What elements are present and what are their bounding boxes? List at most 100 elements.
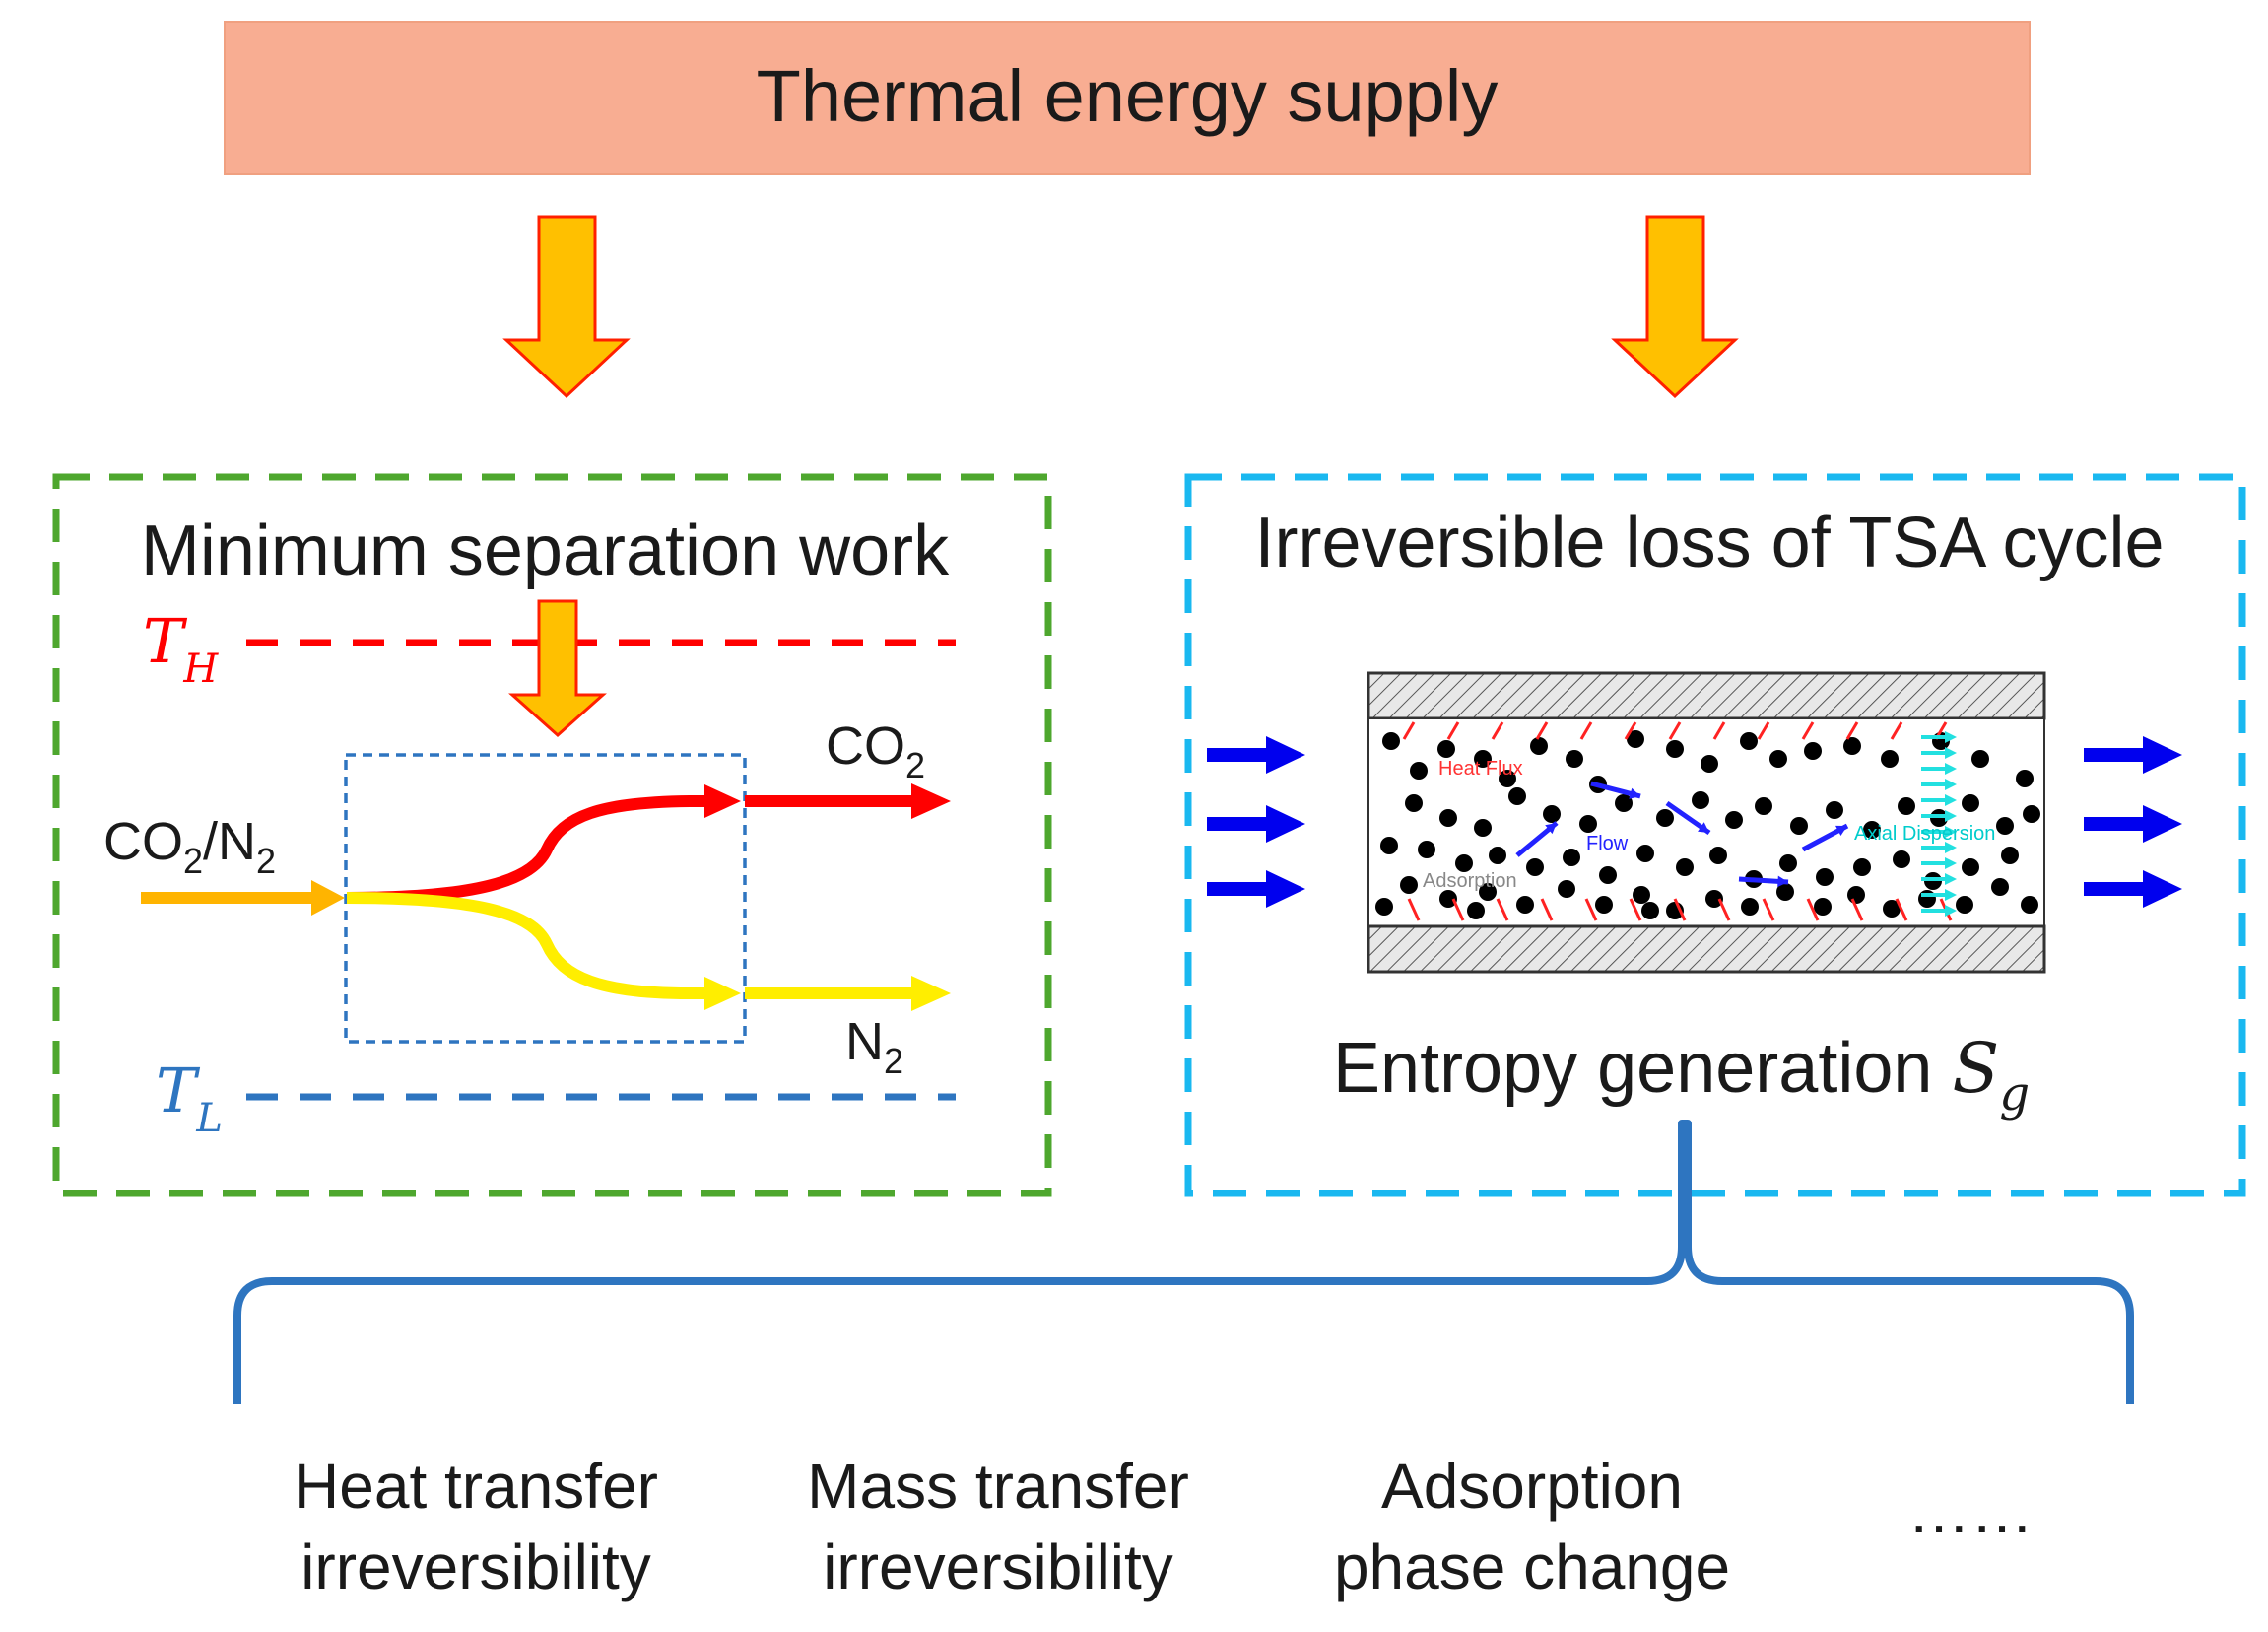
- adsorbent-particle: [1543, 805, 1561, 823]
- heat-flux-arrow: [1535, 721, 1549, 740]
- adsorbent-particle: [1776, 883, 1794, 901]
- adsorbent-particle: [1566, 750, 1583, 768]
- outlet-arrow-head: [2143, 870, 2182, 908]
- co2-split-path: [346, 795, 709, 904]
- adsorbent-particle: [1740, 732, 1758, 750]
- left-panel-border: [52, 473, 1052, 1197]
- heat-flux-arrow: [1584, 898, 1598, 921]
- heat-flux-arrow: [1895, 898, 1908, 921]
- bottom-item-2-line2: irreversibility: [823, 1531, 1173, 1602]
- inlet-arrow-head: [1266, 736, 1305, 774]
- heat-flux-arrow: [1496, 898, 1509, 921]
- adsorbent-particle: [1579, 815, 1597, 833]
- adsorbent-particle: [1971, 750, 1989, 768]
- heat-flux-arrow: [1540, 898, 1554, 921]
- left-down-arrow: [502, 215, 631, 399]
- adsorbent-particle: [1526, 858, 1544, 876]
- adsorbent-particle: [1804, 742, 1822, 760]
- right-panel-title: Irreversible loss of TSA cycle: [1255, 504, 2165, 582]
- flow-label: Flow: [1586, 833, 1629, 854]
- feed-arrowhead: [311, 880, 345, 916]
- adsorbent-particle: [1853, 858, 1871, 876]
- heat-flux-arrow: [1712, 721, 1726, 740]
- axial-dispersion-arrowhead: [1945, 763, 1957, 775]
- work-input-arrow: [508, 599, 607, 738]
- adsorbent-particle: [1508, 787, 1526, 805]
- adsorbent-particle: [1380, 837, 1398, 854]
- co2-outlet-arrowhead: [911, 783, 951, 819]
- heat-flux-arrow: [1757, 721, 1770, 740]
- inlet-arrow: [1207, 748, 1268, 762]
- adsorbent-particle: [1563, 849, 1580, 866]
- adsorbent-particle: [1599, 866, 1617, 884]
- adsorbent-particle: [1893, 850, 1910, 868]
- adsorbent-particle: [1439, 890, 1457, 908]
- outlet-arrow: [2084, 817, 2145, 831]
- bottom-item-2: Mass transfer irreversibility: [807, 1451, 1189, 1602]
- adsorbent-particle: [1790, 817, 1808, 835]
- adsorbent-particle: [1881, 750, 1899, 768]
- right-panel-border: [1184, 473, 2246, 1197]
- bottom-ellipsis: ……: [1907, 1475, 2034, 1546]
- adsorbent-particle: [1439, 809, 1457, 827]
- bottom-item-2-line1: Mass transfer: [807, 1451, 1189, 1522]
- outlet-arrow: [2084, 748, 2145, 762]
- adsorption-column: Heat Flux Flow Adsorption Axial Dispersi…: [1367, 671, 2046, 974]
- separator-box: [344, 753, 747, 1044]
- heat-flux-arrow: [1491, 721, 1504, 740]
- heat-flux-arrow: [1806, 898, 1820, 921]
- adsorbent-particle: [2023, 805, 2040, 823]
- flow-vector-head: [1777, 875, 1788, 888]
- adsorbent-particle: [1656, 809, 1674, 827]
- axial-dispersion-arrowhead: [1945, 779, 1957, 790]
- adsorbent-particle: [1410, 762, 1428, 780]
- column-top-wall: [1367, 671, 2046, 720]
- heat-flux-arrow: [1850, 898, 1864, 921]
- heat-flux-arrow: [1629, 898, 1642, 921]
- bottom-item-3: Adsorption phase change: [1334, 1451, 1730, 1602]
- adsorbent-particle: [1779, 854, 1797, 872]
- adsorbent-particle: [1962, 794, 1979, 812]
- adsorbent-particle: [1991, 878, 2009, 896]
- axial-dispersion-arrowhead: [1945, 747, 1957, 759]
- adsorbent-particle: [1741, 898, 1759, 916]
- heat-flux-arrows: [1402, 721, 1953, 921]
- adsorbent-particle: [1627, 730, 1644, 748]
- adsorbent-particle: [1516, 896, 1534, 914]
- bottom-item-3-line2: phase change: [1334, 1531, 1730, 1602]
- adsorbent-particle: [1843, 737, 1861, 755]
- adsorbent-particle: [1641, 902, 1659, 919]
- inlet-arrow-head: [1266, 870, 1305, 908]
- adsorbent-particles: [1375, 730, 2040, 919]
- heat-flux-arrow: [1762, 898, 1775, 921]
- heat-flux-arrow: [1717, 898, 1731, 921]
- adsorbent-particle: [1418, 841, 1435, 858]
- outlet-arrow-head: [2143, 736, 2182, 774]
- heat-flux-arrow: [1845, 721, 1859, 740]
- adsorbent-particle: [1437, 740, 1455, 758]
- adsorbent-particle: [1467, 902, 1485, 919]
- t-low-label: TL: [156, 1054, 223, 1141]
- adsorbent-particle: [1692, 791, 1709, 809]
- inlet-arrow-head: [1266, 805, 1305, 843]
- flow-vectors: [1515, 781, 1849, 888]
- bottom-item-1: Heat transfer irreversibility: [294, 1451, 658, 1602]
- header-box: [224, 21, 2031, 175]
- heat-flux-arrow: [1624, 721, 1637, 740]
- heat-flux-arrow: [1579, 721, 1593, 740]
- axial-dispersion-arrowhead: [1945, 826, 1957, 838]
- flow-vector-head: [1629, 787, 1640, 799]
- right-down-arrow: [1611, 215, 1739, 399]
- adsorbent-particle: [1705, 890, 1723, 908]
- adsorbent-particle: [1676, 858, 1694, 876]
- adsorbent-particle: [1962, 858, 1979, 876]
- heat-flux-arrow: [1668, 721, 1682, 740]
- axial-label: Axial Dispersion: [1854, 823, 1995, 845]
- adsorbent-particle: [1883, 900, 1901, 918]
- heat-flux-arrow: [1407, 898, 1421, 921]
- adsorbent-particle: [2021, 896, 2038, 914]
- inlet-arrows: [1207, 736, 1305, 908]
- adsorbent-particle: [1479, 883, 1497, 901]
